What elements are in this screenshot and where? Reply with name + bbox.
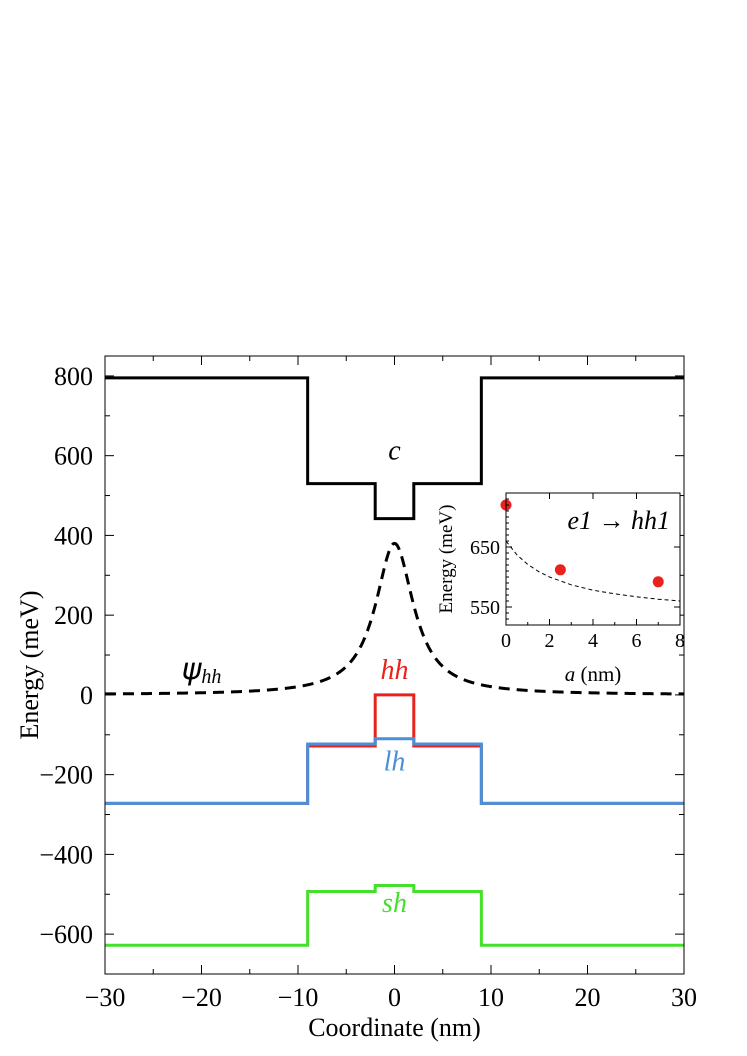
inset-x-tick-label: 4 <box>588 630 598 652</box>
inset-y-tick-label: 550 <box>470 597 500 619</box>
series-label-lh: lh <box>384 747 406 778</box>
y-tick-label: −200 <box>39 761 93 790</box>
x-tick-label: 20 <box>575 983 601 1012</box>
inset-plot: 0 2 4 6 8 550 650 e1 → hh1 a (nm) Energy (meV… <box>436 492 685 686</box>
y-tick-label: 200 <box>54 601 93 630</box>
inset-x-unit-text: (nm) <box>580 662 621 686</box>
series-label-sh: sh <box>382 888 407 919</box>
inset-curve-line <box>505 540 681 602</box>
series-label-hh: hh <box>381 655 409 686</box>
psi-subscript: hh <box>201 666 221 688</box>
y-tick-label: 400 <box>54 521 93 550</box>
inset-data-point <box>554 564 566 576</box>
x-tick-label: 0 <box>388 983 401 1012</box>
series-line-lh <box>105 737 684 805</box>
psi-hh-label: ψhh <box>182 652 222 688</box>
inset-x-tick-label: 0 <box>501 630 511 652</box>
psi-symbol: ψ <box>182 652 203 687</box>
inset-x-tick-label: 2 <box>545 630 555 652</box>
series-line-sh <box>105 883 684 947</box>
y-tick-label: 0 <box>80 681 93 710</box>
inset-y-tick-label: 650 <box>470 537 500 559</box>
y-tick-label: 800 <box>54 362 93 391</box>
inset-title: e1 → hh1 <box>567 506 670 535</box>
main-y-axis: −600 −400 −200 0 200 400 600 800 <box>39 362 684 975</box>
series-line-c <box>105 376 684 521</box>
main-y-axis-label: Energy (meV) <box>15 591 44 740</box>
x-tick-label: −10 <box>278 983 319 1012</box>
inset-background <box>506 493 680 625</box>
inset-y-axis: 550 650 <box>470 498 680 620</box>
x-tick-label: 10 <box>478 983 504 1012</box>
series-line-psi-hh <box>104 541 685 696</box>
inset-x-variable: a <box>565 662 576 686</box>
x-tick-label: −30 <box>85 983 126 1012</box>
inset-x-tick-label: 8 <box>675 630 685 652</box>
inset-x-axis-label: a (nm) <box>565 662 622 686</box>
main-series-layer <box>104 376 685 947</box>
y-tick-label: −600 <box>39 920 93 949</box>
inset-x-axis: 0 2 4 6 8 <box>501 493 685 652</box>
x-tick-label: 30 <box>671 983 697 1012</box>
y-tick-label: −400 <box>39 840 93 869</box>
inset-y-axis-label: Energy (meV) <box>436 505 457 614</box>
inset-data-point <box>652 576 664 588</box>
y-tick-label: 600 <box>54 442 93 471</box>
x-tick-label: −20 <box>181 983 222 1012</box>
series-label-c: c <box>388 436 401 467</box>
main-x-axis-label: Coordinate (nm) <box>308 1013 481 1042</box>
inset-x-tick-label: 6 <box>632 630 642 652</box>
